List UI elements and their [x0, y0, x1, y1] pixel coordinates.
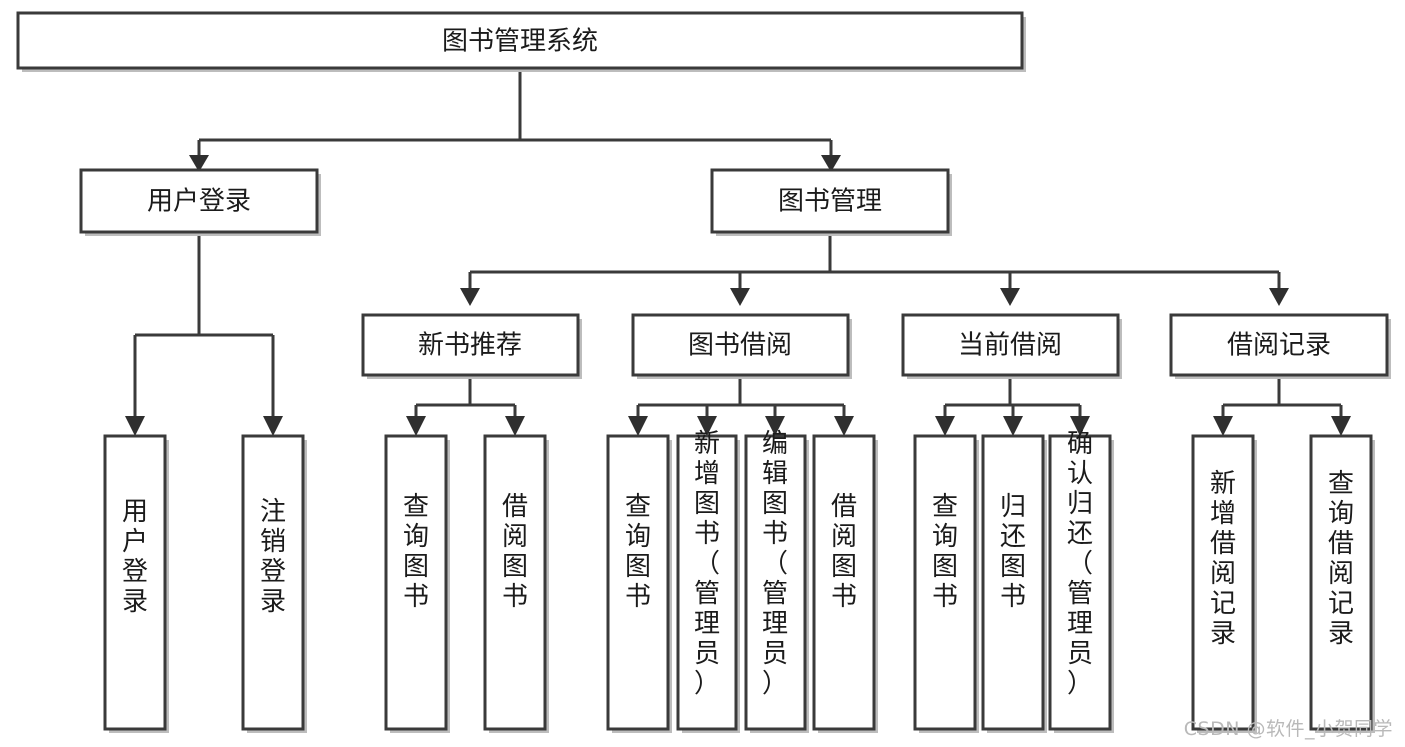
node-new-book-rec-box[interactable]: [361, 313, 580, 377]
connector-borrow-record-to-leaves: [1221, 375, 1343, 420]
node-borrow-record-box[interactable]: [1169, 313, 1389, 377]
node-leaf-borrow-book-rec[interactable]: 借阅图书: [483, 434, 549, 733]
arrow-to-leaf-confirm-return-admin: [1070, 416, 1090, 436]
node-leaf-add-borrow-record-label: 新增借阅记录: [1210, 469, 1236, 649]
arrow-to-leaf-add-borrow-record: [1213, 416, 1233, 436]
node-borrow-record[interactable]: 借阅记录: [1169, 313, 1391, 379]
node-leaf-query-book-rec-box[interactable]: [384, 434, 448, 731]
node-leaf-edit-book-admin-label: 编辑图书（管理员）: [762, 429, 788, 699]
node-leaf-confirm-return-admin-box[interactable]: [1048, 434, 1112, 731]
node-leaf-user-login[interactable]: 用户登录: [103, 434, 169, 733]
node-leaf-query-book-borrow-box[interactable]: [606, 434, 670, 731]
node-leaf-borrow-book[interactable]: 借阅图书: [812, 434, 878, 733]
node-new-book-rec[interactable]: 新书推荐: [361, 313, 582, 379]
node-leaf-query-book-current[interactable]: 查询图书: [913, 434, 979, 733]
arrow-to-leaf-query-book-borrow: [628, 416, 648, 436]
node-leaf-return-book[interactable]: 归还图书: [981, 434, 1047, 733]
arrow-to-leaf-user-login: [125, 416, 145, 436]
node-leaf-add-borrow-record-box[interactable]: [1191, 434, 1255, 731]
node-book-borrow[interactable]: 图书借阅: [631, 313, 852, 379]
arrow-to-leaf-borrow-book: [834, 416, 854, 436]
node-leaf-add-borrow-record[interactable]: 新增借阅记录: [1191, 434, 1257, 733]
node-leaf-borrow-book-rec-box[interactable]: [483, 434, 547, 731]
node-leaf-query-borrow-record[interactable]: 查询借阅记录: [1309, 434, 1375, 733]
node-leaf-query-borrow-record-label: 查询借阅记录: [1328, 469, 1354, 649]
node-book-borrow-box[interactable]: [631, 313, 850, 377]
node-leaf-borrow-book-rec-label: 借阅图书: [502, 492, 528, 612]
connector-user-login-to-leaves: [133, 232, 275, 420]
node-leaf-add-book-admin[interactable]: 新增图书（管理员）: [676, 429, 740, 733]
arrow-to-leaf-query-book-rec: [406, 416, 426, 436]
arrow-to-borrow-record: [1269, 288, 1289, 306]
node-book-manage-label: 图书管理: [778, 187, 882, 217]
arrow-to-leaf-borrow-book-rec: [505, 416, 525, 436]
connector-book-manage-to-level3: [468, 232, 1281, 290]
node-user-login-label: 用户登录: [147, 187, 251, 217]
connector-root-to-level2: [197, 68, 833, 158]
connector-group: [125, 68, 1351, 436]
node-root-label: 图书管理系统: [442, 27, 598, 57]
node-leaf-query-book-rec-label: 查询图书: [403, 492, 429, 612]
arrow-to-leaf-query-borrow-record: [1331, 416, 1351, 436]
node-leaf-user-logout-box[interactable]: [241, 434, 305, 731]
connector-current-borrow-to-leaves: [943, 375, 1082, 420]
node-leaf-user-login-box[interactable]: [103, 434, 167, 731]
node-leaf-query-borrow-record-box[interactable]: [1309, 434, 1373, 731]
node-leaf-confirm-return-admin-label: 确认归还（管理员）: [1067, 429, 1093, 699]
node-leaf-query-book-rec[interactable]: 查询图书: [384, 434, 450, 733]
node-book-manage[interactable]: 图书管理: [710, 168, 952, 236]
node-user-login[interactable]: 用户登录: [79, 168, 321, 236]
arrow-to-leaf-query-book-current: [935, 416, 955, 436]
node-leaf-edit-book-admin-box[interactable]: [744, 434, 807, 731]
node-book-manage-box[interactable]: [710, 168, 950, 234]
node-book-borrow-label: 图书借阅: [688, 331, 792, 361]
arrow-to-leaf-add-book-admin: [697, 416, 717, 436]
arrow-to-book-borrow: [730, 288, 750, 306]
arrow-to-current-borrow: [1000, 288, 1020, 306]
node-current-borrow-label: 当前借阅: [958, 331, 1062, 361]
node-leaf-user-logout[interactable]: 注销登录: [241, 434, 307, 733]
node-leaf-return-book-label: 归还图书: [1000, 492, 1026, 612]
node-leaf-query-book-borrow[interactable]: 查询图书: [606, 434, 672, 733]
node-leaf-query-book-current-label: 查询图书: [932, 492, 958, 612]
connector-book-borrow-to-leaves: [636, 375, 846, 420]
arrow-to-leaf-edit-book-admin: [765, 416, 785, 436]
arrow-to-user-login: [189, 155, 209, 172]
node-new-book-rec-label: 新书推荐: [418, 331, 522, 361]
arrow-to-leaf-user-logout: [263, 416, 283, 436]
node-leaf-add-book-admin-label: 新增图书（管理员）: [694, 429, 720, 699]
connector-new-book-rec-to-leaves: [414, 375, 517, 420]
node-leaf-user-logout-label: 注销登录: [260, 497, 286, 617]
arrow-to-book-manage: [821, 155, 841, 172]
node-leaf-confirm-return-admin[interactable]: 确认归还（管理员）: [1048, 429, 1114, 733]
arrow-to-leaf-return-book: [1003, 416, 1023, 436]
node-leaf-add-book-admin-box[interactable]: [676, 434, 738, 731]
node-leaf-query-book-current-box[interactable]: [913, 434, 977, 731]
node-current-borrow-box[interactable]: [901, 313, 1120, 377]
node-leaf-user-login-label: 用户登录: [122, 497, 148, 617]
arrow-to-new-book-rec: [460, 288, 480, 306]
csdn-watermark: CSDN @软件_小贺同学: [1183, 718, 1393, 740]
node-leaf-return-book-box[interactable]: [981, 434, 1045, 731]
node-leaf-borrow-book-box[interactable]: [812, 434, 876, 731]
node-borrow-record-label: 借阅记录: [1227, 331, 1331, 361]
node-leaf-query-book-borrow-label: 查询图书: [625, 492, 651, 612]
node-current-borrow[interactable]: 当前借阅: [901, 313, 1122, 379]
node-leaf-edit-book-admin[interactable]: 编辑图书（管理员）: [744, 429, 809, 733]
node-root-box[interactable]: [16, 11, 1024, 70]
node-leaf-borrow-book-label: 借阅图书: [831, 492, 857, 612]
node-root[interactable]: 图书管理系统: [16, 11, 1026, 72]
node-user-login-box[interactable]: [79, 168, 319, 234]
